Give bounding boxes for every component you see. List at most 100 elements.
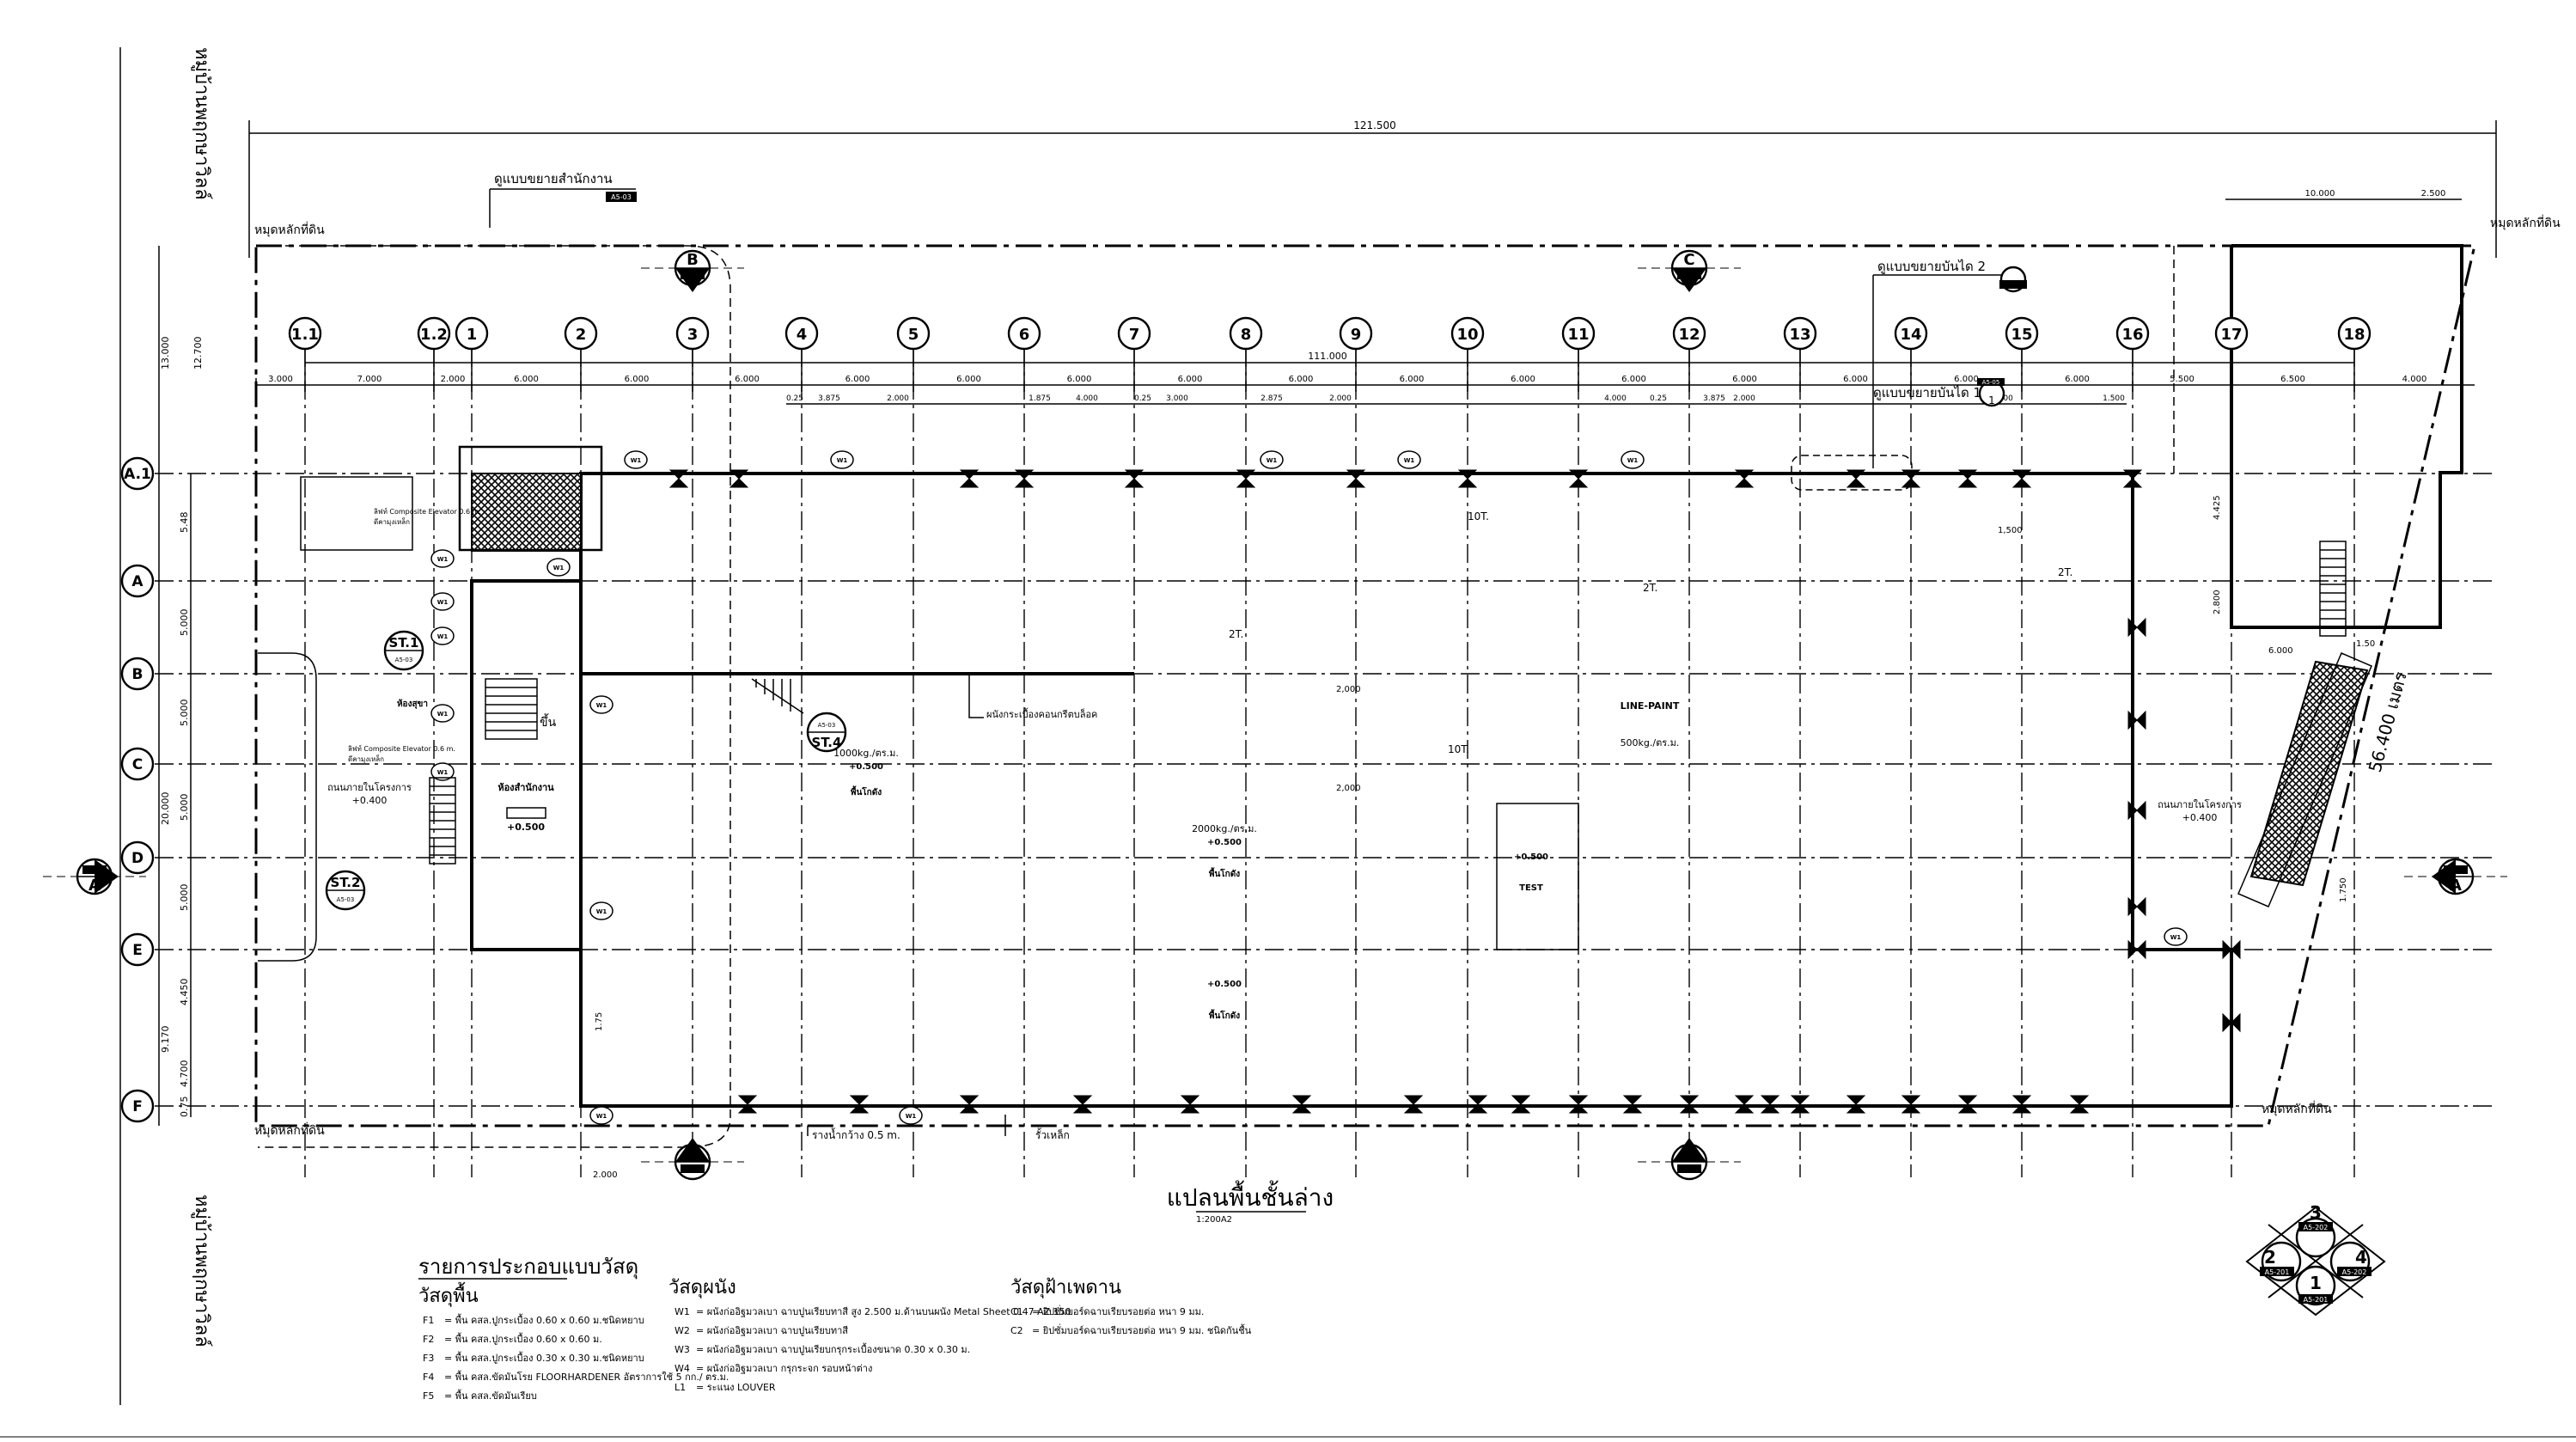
column-marker xyxy=(1014,469,1035,488)
wall-tag-label: W1 xyxy=(596,702,607,709)
column-bubble xyxy=(2005,316,2039,351)
column-bubble-label: 6 xyxy=(1019,326,1030,344)
column-bubble xyxy=(1229,316,1263,351)
column-dimension: 4.000 xyxy=(2402,375,2427,384)
wall-tag xyxy=(1260,450,1284,469)
wall-tag xyxy=(546,558,571,577)
sub-dimension: 2.875 xyxy=(1261,394,1283,403)
svg-text:4.450: 4.450 xyxy=(179,979,190,1006)
fence-callout: รั้วเหล็ก xyxy=(1004,1115,1070,1141)
column-marker xyxy=(2011,1095,2032,1114)
column-bubble xyxy=(2115,316,2150,351)
column-bubble-label: 1.2 xyxy=(420,326,448,344)
svg-text:A5-05: A5-05 xyxy=(1982,379,2000,386)
row-bubble xyxy=(120,657,155,691)
office-callout-boundary xyxy=(258,245,731,1148)
column-marker xyxy=(737,1095,758,1114)
ramp-hatch xyxy=(2249,660,2369,887)
svg-text:แปลนพื้นชั้นล่าง: แปลนพื้นชั้นล่าง xyxy=(1167,1180,1334,1212)
column-marker xyxy=(1568,469,1589,488)
column-marker xyxy=(1568,1095,1589,1114)
column-dimension: 6.000 xyxy=(1289,375,1314,384)
svg-text:ดูแบบขยายสำนักงาน: ดูแบบขยายสำนักงาน xyxy=(494,171,613,186)
wall-tag-label: W1 xyxy=(837,457,848,464)
column-bubble xyxy=(1007,316,1041,351)
row-bubble xyxy=(120,932,155,967)
legend-code: F4 xyxy=(423,1372,434,1383)
legend-code: W1 xyxy=(675,1306,690,1317)
boundary-mark-br: หมุดหลักที่ดิน xyxy=(2262,1101,2332,1116)
column-bubble xyxy=(2337,316,2372,351)
svg-text:A5-03: A5-03 xyxy=(818,722,836,729)
sub-dimension: 0.25 xyxy=(1134,394,1151,403)
legend-text: = พื้น คสล.ปูกระเบื้อง 0.60 x 0.60 ม.ชนิ… xyxy=(444,1313,644,1326)
section-letter: B xyxy=(687,251,699,269)
dim-2000-c: 2.000 xyxy=(593,1170,618,1180)
row-bubble-label: E xyxy=(132,942,143,959)
column-marker xyxy=(1846,1095,1866,1114)
ramp-outline xyxy=(2237,652,2372,907)
stair-st4: ST.4 A5-03 xyxy=(806,712,847,753)
section-letter: C xyxy=(1683,1145,1694,1163)
row-bubble xyxy=(120,456,155,491)
svg-text:111.000: 111.000 xyxy=(1308,351,1347,362)
wall-tag-label: W1 xyxy=(596,1113,607,1120)
sub-dimension: 3.875 xyxy=(1703,394,1725,403)
level-center: +0.500 xyxy=(1207,980,1242,989)
column-marker xyxy=(2069,1095,2090,1114)
column-marker xyxy=(1901,469,1921,488)
sub-dimension: 4.000 xyxy=(1076,394,1098,403)
section-arrow xyxy=(675,1138,710,1162)
column-bubble-label: 5 xyxy=(908,326,919,344)
row-bubble-label: A xyxy=(131,573,143,590)
lift1-label: ลิฟท์ Composite Elevator 0.6 m. xyxy=(374,507,481,516)
stair-area-boundary xyxy=(300,476,413,551)
test-level: +0.500 xyxy=(1514,852,1548,862)
column-marker xyxy=(2127,896,2146,917)
column-marker xyxy=(1957,1095,1978,1114)
crane-10t-a: 10T. xyxy=(1468,510,1489,522)
side-label-bottom: หมู่บ้านพฤกษาวิลล์ xyxy=(191,1195,212,1347)
column-marker xyxy=(1679,1095,1700,1114)
section-letter: C xyxy=(1683,251,1694,269)
column-bubble-label: 8 xyxy=(1241,326,1252,344)
column-marker xyxy=(2127,617,2146,638)
wall-tag xyxy=(2164,927,2188,946)
office-annex xyxy=(458,445,603,552)
office-block xyxy=(470,579,583,951)
dim-2800: 2.800 xyxy=(2213,590,2222,614)
column-dimension: 3.000 xyxy=(268,375,293,384)
office-tag xyxy=(506,807,546,819)
legend-text: = ยิปซั่มบอร์ดฉาบเรียบรอยต่อ หนา 9 มม. ช… xyxy=(1032,1323,1252,1336)
svg-text:5.000: 5.000 xyxy=(179,794,190,822)
svg-text:2: 2 xyxy=(2264,1247,2276,1268)
column-dimension: 6.000 xyxy=(514,375,539,384)
column-bubble-label: 9 xyxy=(1351,326,1362,344)
canopy-leader xyxy=(968,674,984,718)
column-marker xyxy=(1511,1095,1531,1114)
lift2-label: ลิฟท์ Composite Elevator 0.6 m. xyxy=(348,744,455,753)
svg-text:4.700: 4.700 xyxy=(179,1060,190,1088)
column-bubble-label: 14 xyxy=(1900,326,1921,344)
column-marker xyxy=(1468,1095,1488,1114)
column-marker xyxy=(849,1095,870,1114)
wall-tag-label: W1 xyxy=(437,556,449,563)
svg-text:4: 4 xyxy=(2355,1247,2367,1268)
wall-tag xyxy=(430,549,455,568)
svg-text:รางน้ำกว้าง 0.5 m.: รางน้ำกว้าง 0.5 m. xyxy=(812,1127,900,1141)
svg-text:A5-03: A5-03 xyxy=(395,657,413,663)
grid-span-dimension: 111.000 xyxy=(305,351,2354,364)
sub-dimension: 2.000 xyxy=(1329,394,1352,403)
wall-tag xyxy=(430,704,455,723)
svg-text:วัสดุฝ้าเพดาน: วัสดุฝ้าเพดาน xyxy=(1010,1277,1121,1298)
row-bubble xyxy=(120,564,155,598)
wall-tag-label: W1 xyxy=(437,599,449,606)
column-marker xyxy=(1734,1095,1755,1114)
column-marker xyxy=(1403,1095,1424,1114)
svg-text:ST.4: ST.4 xyxy=(812,735,842,750)
column-bubble xyxy=(1561,316,1596,351)
column-marker xyxy=(1457,469,1478,488)
legend-code: W3 xyxy=(675,1344,690,1355)
